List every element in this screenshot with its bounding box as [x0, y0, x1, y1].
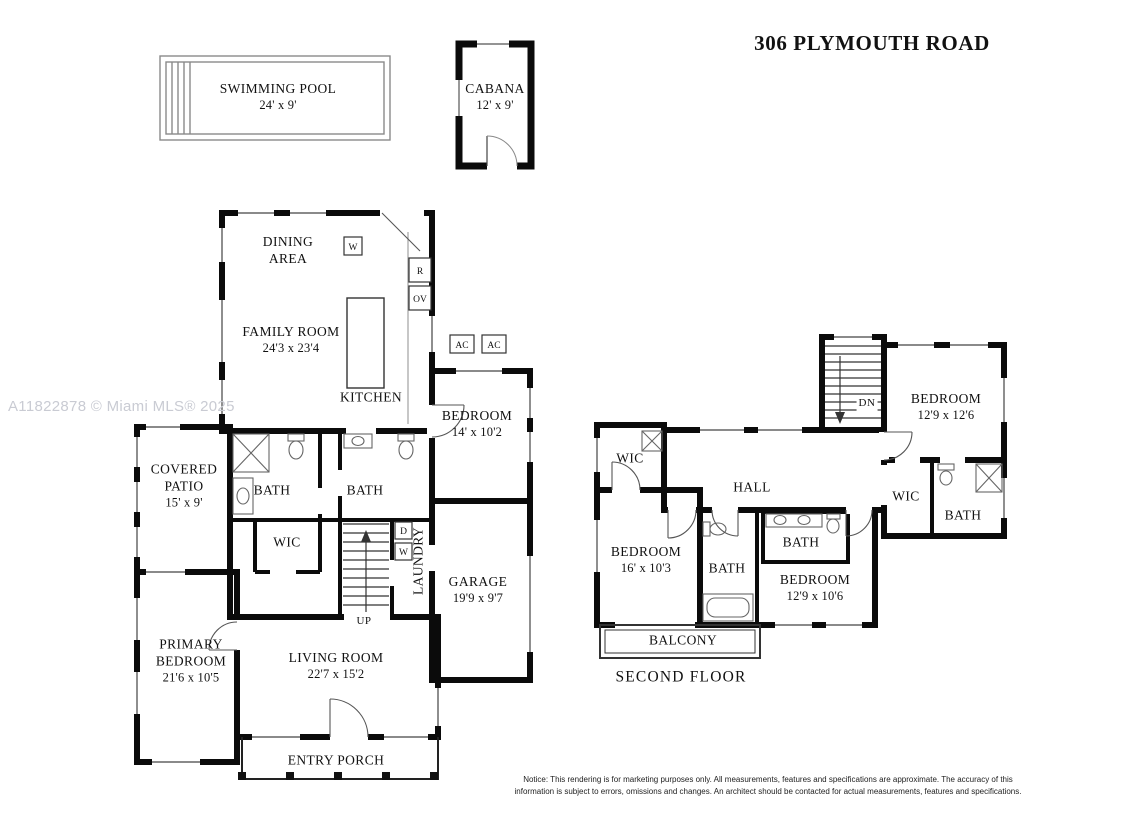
washer2-label: W: [399, 548, 408, 558]
refrigerator-label: R: [417, 267, 424, 277]
room-name: LAUNDRY: [410, 526, 426, 596]
room-name: KITCHEN: [339, 389, 403, 405]
room-name: SWIMMING POOL: [219, 80, 337, 96]
stairs-up-label: UP: [354, 615, 374, 629]
room-name: WIC: [892, 488, 920, 504]
room-name: GARAGE: [448, 573, 508, 589]
room-name: BATH: [782, 534, 820, 550]
room-name: BEDROOM: [610, 543, 682, 559]
room-label-swimming-pool: SWIMMING POOL 24' x 9': [220, 81, 337, 114]
room-name: DINING AREA: [262, 234, 314, 266]
room-label-wic-left: WIC: [616, 451, 643, 468]
room-name: BATH: [346, 482, 384, 498]
room-name: CABANA: [465, 80, 525, 96]
room-dims: 24' x 9': [259, 97, 297, 112]
room-label-wic-right: WIC: [892, 489, 919, 506]
room-dims: 21'6 x 10'5: [162, 670, 220, 685]
room-name: LIVING ROOM: [288, 649, 384, 665]
room-label-covered-patio: COVERED PATIO 15' x 9': [142, 461, 226, 510]
room-label-family-room: FAMILY ROOM 24'3 x 23'4: [242, 324, 339, 357]
ac-unit-2-label: AC: [487, 341, 500, 351]
room-name: FAMILY ROOM: [242, 323, 340, 339]
first-floor-partitions: [230, 431, 432, 617]
room-label-bath-1: BATH: [254, 483, 291, 500]
room-label-wic: WIC: [273, 535, 300, 552]
room-dims: 24'3 x 23'4: [262, 340, 320, 355]
room-name: ENTRY PORCH: [287, 752, 385, 768]
ac-unit-1-label: AC: [455, 341, 468, 351]
room-label-bedroom-s: BEDROOM 12'9 x 10'6: [780, 572, 850, 605]
room-name: BEDROOM: [910, 390, 982, 406]
second-floor-partitions: [755, 460, 934, 625]
room-name: BATH: [708, 560, 746, 576]
room-label-primary-bedroom: PRIMARY BEDROOM 21'6 x 10'5: [145, 636, 237, 685]
room-label-dining-area: DINING AREA: [252, 234, 324, 268]
room-label-balcony: BALCONY: [649, 633, 717, 650]
floor-name: SECOND FLOOR: [615, 668, 747, 686]
second-floor-doors: [611, 431, 913, 539]
stairs-direction: DN: [858, 397, 876, 410]
first-floor-stairs: [343, 523, 389, 612]
room-name: HALL: [733, 479, 771, 495]
second-floor-title: SECOND FLOOR: [615, 667, 746, 686]
room-name: WIC: [273, 534, 301, 550]
room-name: BATH: [253, 482, 291, 498]
appliance-boxes: W R OV AC AC D W: [343, 236, 507, 561]
room-name: BEDROOM: [779, 571, 851, 587]
room-label-hall: HALL: [733, 480, 771, 497]
first-floor-fixtures: [232, 232, 415, 515]
room-label-bedroom-sw: BEDROOM 16' x 10'3: [611, 544, 681, 577]
cabana-structure: [452, 37, 535, 172]
room-name: PRIMARY BEDROOM: [155, 636, 227, 669]
stairs-down-label: DN: [856, 397, 878, 411]
stairs-direction: UP: [356, 615, 372, 628]
pool-outline: [159, 55, 391, 141]
entry-porch-outline: [238, 737, 439, 780]
room-label-living-room: LIVING ROOM 22'7 x 15'2: [289, 650, 384, 683]
room-label-entry-porch: ENTRY PORCH: [288, 753, 385, 770]
oven-label: OV: [413, 295, 427, 305]
room-dims: 12' x 9': [476, 97, 514, 112]
room-name: BATH: [944, 507, 982, 523]
room-label-laundry: LAUNDRY: [411, 527, 428, 595]
second-floor-stairs: [825, 345, 881, 424]
first-floor-windows: [132, 208, 535, 767]
room-dims: 19'9 x 9'7: [452, 590, 504, 605]
room-label-bath-right: BATH: [945, 508, 982, 525]
room-label-kitchen: KITCHEN: [340, 390, 402, 407]
room-label-bath-center: BATH: [783, 535, 820, 552]
plan-title: 306 PLYMOUTH ROAD: [754, 31, 990, 55]
room-name: WIC: [616, 450, 644, 466]
first-floor-doors: [208, 212, 465, 738]
second-floor-fixtures: [641, 430, 1003, 622]
room-dims: 16' x 10'3: [620, 560, 672, 575]
washer-label: W: [349, 243, 358, 253]
room-name: BEDROOM: [441, 407, 513, 423]
balcony-outline: [599, 624, 761, 659]
room-label-bedroom-1: BEDROOM 14' x 10'2: [442, 408, 512, 441]
room-dims: 12'9 x 12'6: [917, 407, 975, 422]
mls-watermark: A11822878 © Miami MLS® 2025: [8, 398, 235, 415]
disclaimer-notice: Notice: This rendering is for marketing …: [514, 775, 1022, 797]
room-label-bath-2: BATH: [347, 483, 384, 500]
room-label-garage: GARAGE 19'9 x 9'7: [449, 574, 508, 607]
room-name: COVERED PATIO: [150, 461, 218, 494]
room-label-bedroom-ne: BEDROOM 12'9 x 12'6: [911, 391, 981, 424]
room-dims: 12'9 x 10'6: [786, 588, 844, 603]
room-dims: 15' x 9': [165, 495, 203, 510]
room-label-bath-mid: BATH: [709, 561, 746, 578]
room-dims: 22'7 x 15'2: [307, 666, 365, 681]
dryer-label: D: [400, 527, 407, 537]
room-label-cabana: CABANA 12' x 9': [465, 81, 524, 114]
room-dims: 14' x 10'2: [451, 424, 503, 439]
room-name: BALCONY: [648, 632, 718, 648]
